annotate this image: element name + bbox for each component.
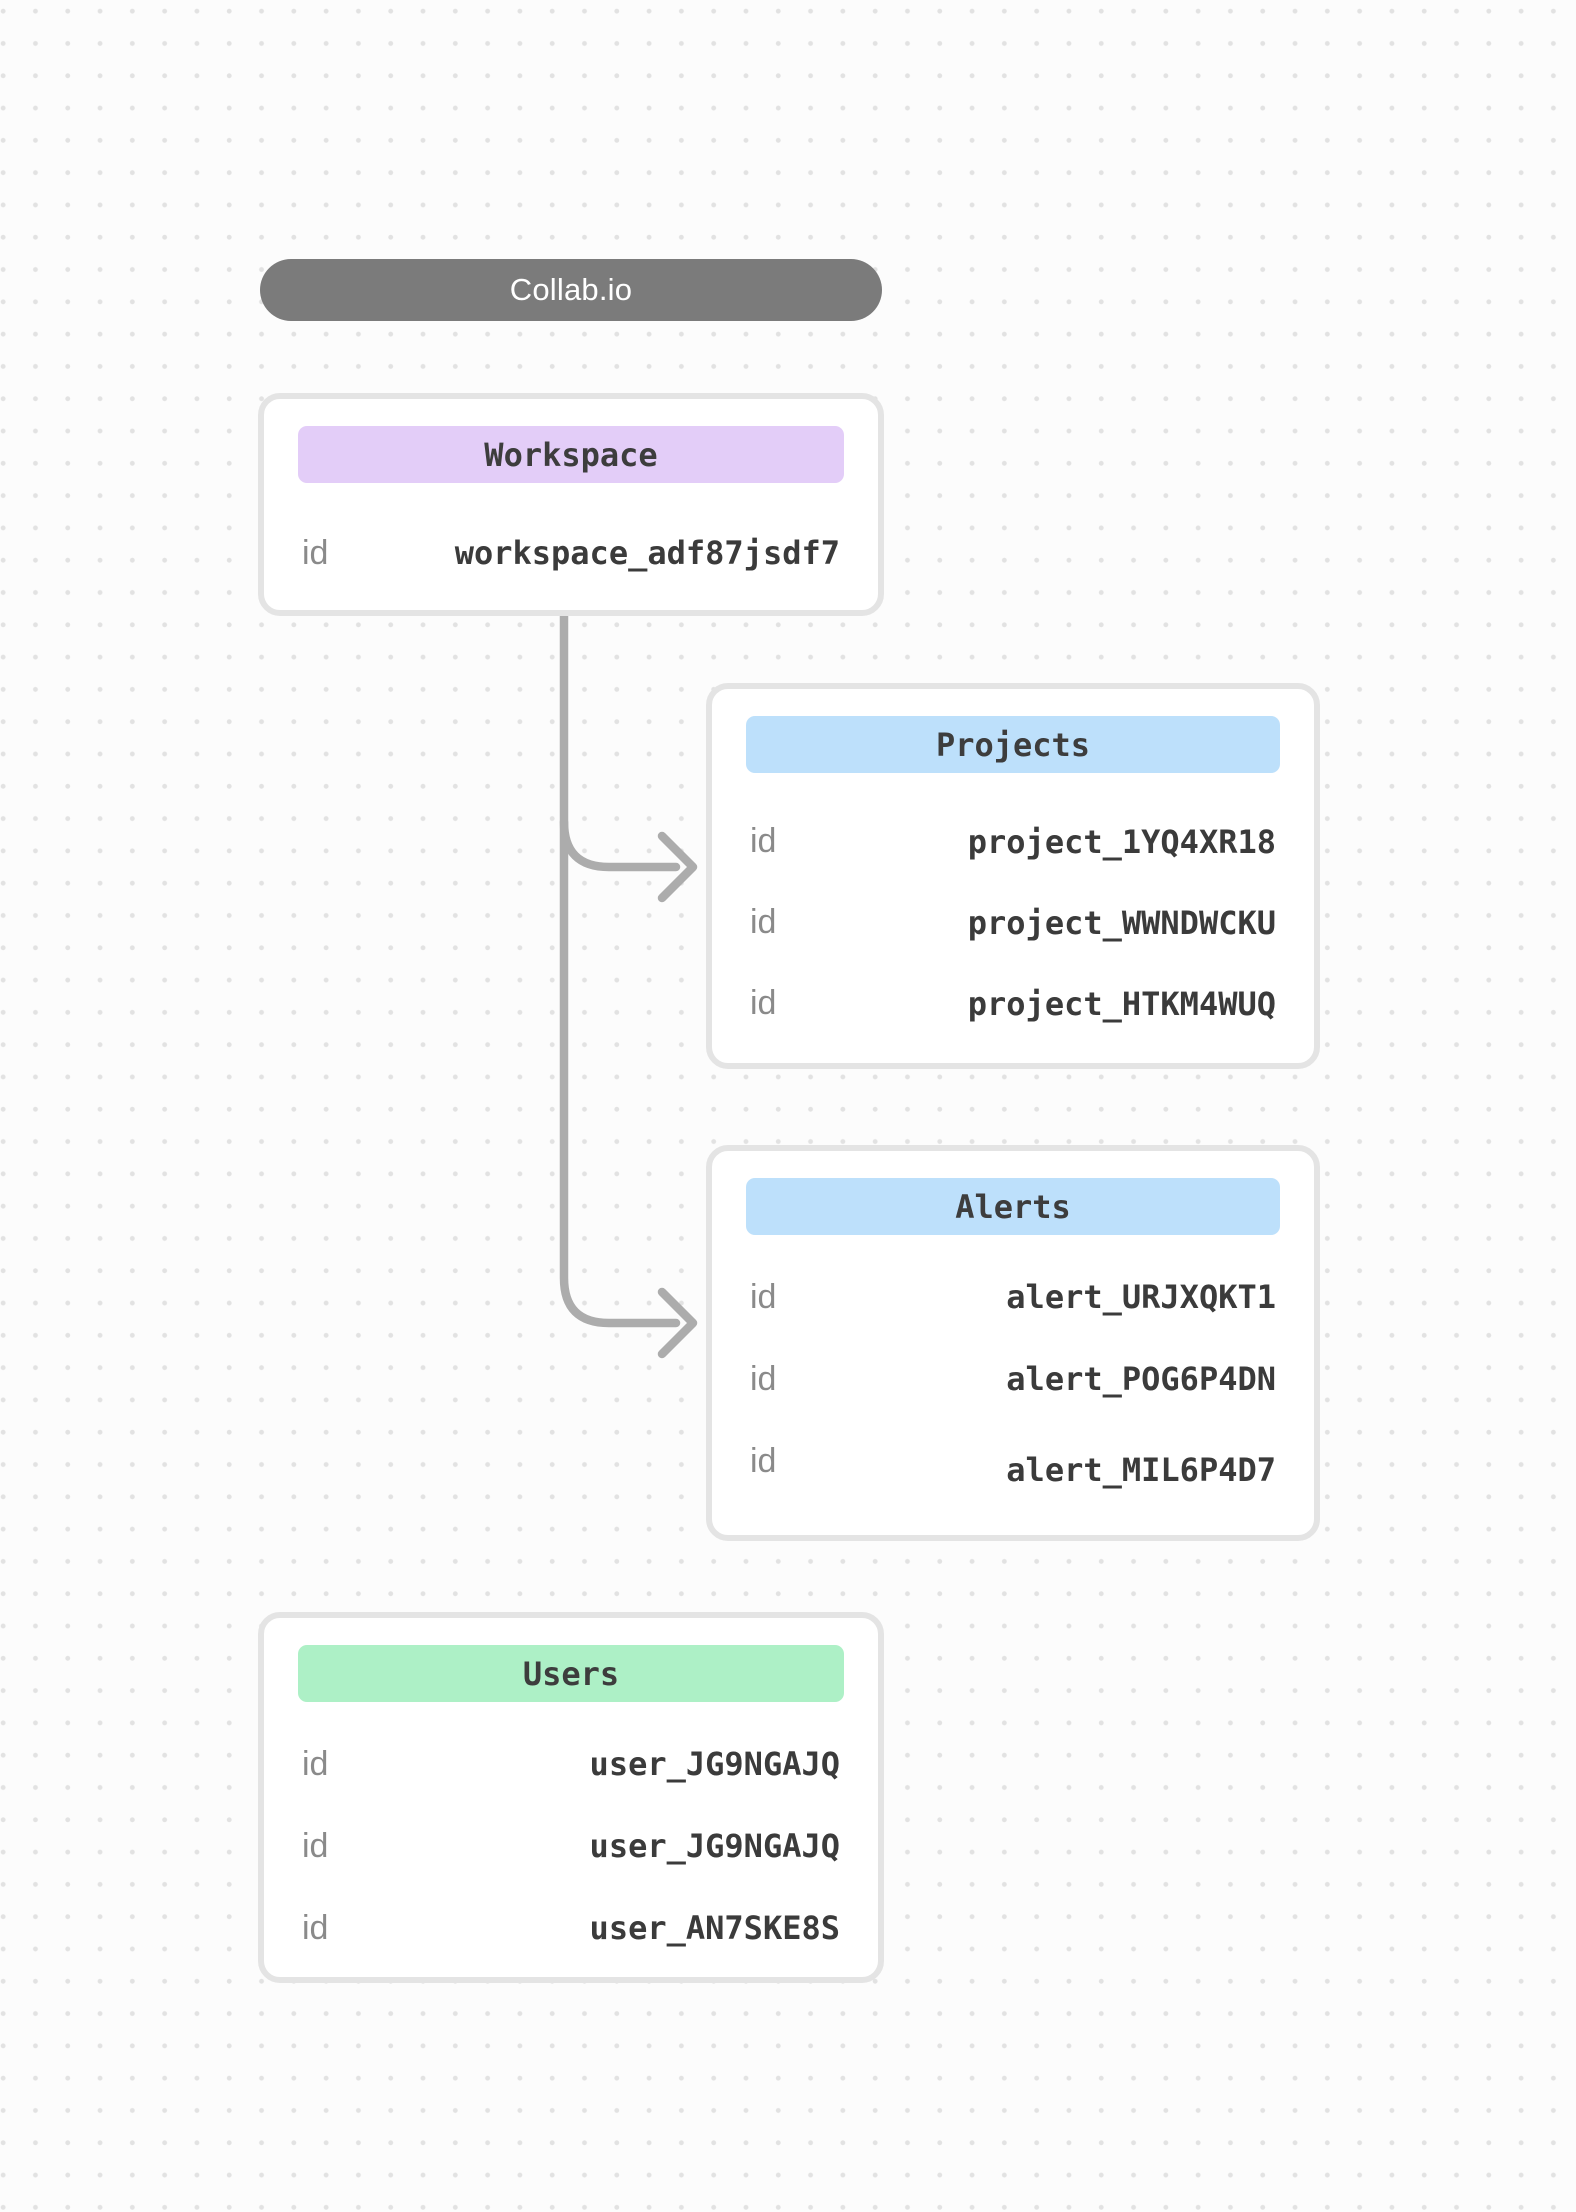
table-row: id project_1YQ4XR18 [750,801,1276,882]
alerts-table-rows: id alert_URJXQKT1 id alert_POG6P4DN id a… [712,1256,1314,1502]
field-label: id [750,822,777,860]
workspace-table-card[interactable]: Workspace id workspace_adf87jsdf7 [258,393,884,616]
projects-table-card[interactable]: Projects id project_1YQ4XR18 id project_… [706,683,1320,1069]
connector-workspace-to-projects [559,817,681,872]
field-label: id [750,1277,777,1316]
projects-table-header: Projects [746,716,1280,773]
field-value: user_JG9NGAJQ [589,1745,840,1783]
workspace-table-header: Workspace [298,426,844,483]
table-row: id user_JG9NGAJQ [302,1723,840,1805]
users-table-header: Users [298,1645,844,1702]
arrowhead-projects-icon [657,831,698,903]
field-value: user_JG9NGAJQ [589,1827,840,1865]
table-row: id workspace_adf87jsdf7 [302,518,840,588]
table-row: id project_HTKM4WUQ [750,963,1276,1044]
table-row: id user_JG9NGAJQ [302,1805,840,1887]
table-row: id alert_POG6P4DN [750,1338,1276,1420]
table-row: id alert_MIL6P4D7 [750,1420,1276,1502]
field-label: id [302,1908,329,1947]
alerts-table-header: Alerts [746,1178,1280,1235]
field-label: id [302,1744,329,1783]
field-label: id [302,1826,329,1865]
table-row: id user_AN7SKE8S [302,1887,840,1969]
field-label: id [750,903,777,941]
field-value: alert_POG6P4DN [1006,1360,1276,1398]
users-table-card[interactable]: Users id user_JG9NGAJQ id user_JG9NGAJQ … [258,1612,884,1983]
table-row: id alert_URJXQKT1 [750,1256,1276,1338]
field-label: id [750,1359,777,1398]
table-row: id project_WWNDWCKU [750,882,1276,963]
diagram-title-pill[interactable]: Collab.io [260,259,882,321]
field-value: alert_MIL6P4D7 [1006,1451,1276,1489]
connector-workspace-to-alerts [559,601,681,1328]
arrowhead-alerts-icon [657,1287,698,1359]
field-value: user_AN7SKE8S [589,1909,840,1947]
field-value: project_1YQ4XR18 [967,822,1276,861]
users-table-rows: id user_JG9NGAJQ id user_JG9NGAJQ id use… [264,1723,878,1969]
projects-table-rows: id project_1YQ4XR18 id project_WWNDWCKU … [712,801,1314,1044]
field-label: id [302,533,329,572]
field-value: project_WWNDWCKU [967,903,1276,942]
field-value: alert_URJXQKT1 [1006,1278,1276,1316]
field-value: project_HTKM4WUQ [967,984,1276,1023]
field-value: workspace_adf87jsdf7 [454,534,840,572]
field-label: id [750,984,777,1022]
field-label: id [750,1441,777,1480]
workspace-table-rows: id workspace_adf87jsdf7 [264,518,878,588]
alerts-table-card[interactable]: Alerts id alert_URJXQKT1 id alert_POG6P4… [706,1145,1320,1541]
